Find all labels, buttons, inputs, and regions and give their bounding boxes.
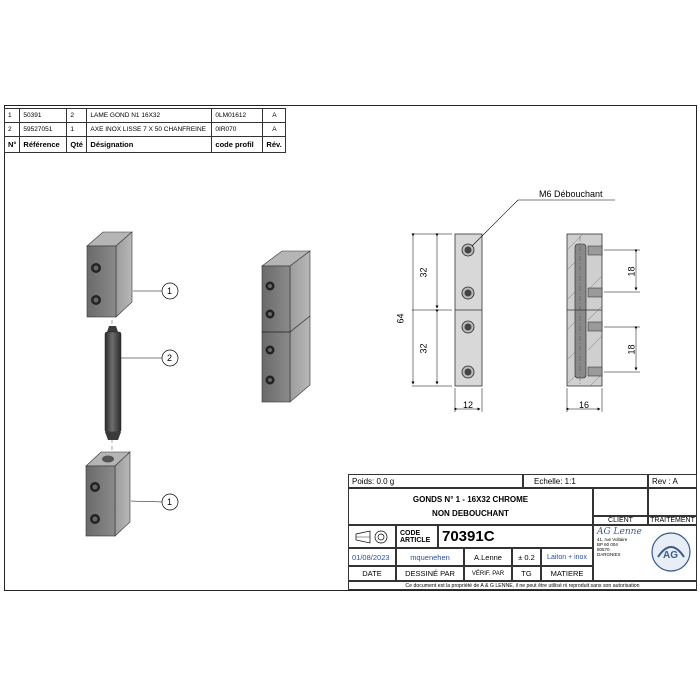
date-value-cell: 01/08/2023 — [348, 548, 396, 566]
company-logo-text: AG Lenne — [597, 527, 642, 537]
drawn-by-value-cell: mquenehen — [396, 548, 464, 566]
dim-32-top: 32 — [418, 267, 429, 278]
drawn-by-label-cell: DESSINÉ PAR — [396, 566, 464, 581]
bottom-knuckle-block — [85, 451, 131, 537]
material-label-cell: MATIERE — [541, 566, 593, 581]
date-label-cell: DATE — [348, 566, 396, 581]
bom-header: N° — [3, 136, 21, 153]
verified-value-cell: A.Lenne — [464, 548, 512, 566]
bom-header: Référence — [19, 136, 68, 153]
scale-cell: Echelle: 1:1 — [523, 474, 648, 488]
address-line: DARGNIES — [597, 551, 621, 557]
title-cell: GONDS N° 1 - 16X32 CHROME NON DEBOUCHANT — [348, 488, 593, 525]
top-knuckle-block — [86, 231, 133, 318]
article-code: 70391C — [442, 528, 495, 545]
verified-by-label: VÉRIF. PAR — [471, 570, 505, 577]
tolerance-value: ± 0.2 — [518, 552, 535, 562]
revision-value: Rev : A — [652, 476, 678, 486]
material-label: MATIERE — [550, 569, 584, 578]
dim-18-top: 18 — [626, 266, 637, 277]
dim-64: 64 — [395, 313, 406, 324]
projection-icon — [355, 530, 388, 543]
bom-row: 1 50391 2 LAME GOND N1 16X32 0LM01612 A — [3, 108, 287, 123]
drawing-frame — [4, 105, 697, 591]
address-line: BP 60 004 — [597, 541, 618, 547]
projection-symbol-cell — [348, 525, 396, 548]
date-value: 01/08/2023 — [352, 552, 390, 562]
traitement-label: TRAITEMENT — [650, 517, 695, 524]
tg-label-cell: TG — [512, 566, 541, 581]
ownership-notice: Ce document est la propriété de A & G LE… — [405, 582, 640, 589]
m6-callout-label: M6 Débouchant — [539, 189, 603, 199]
assembled-hinge-view — [261, 250, 311, 403]
verified-label-cell: VÉRIF. PAR — [464, 566, 512, 581]
balloon-callouts — [121, 282, 179, 511]
traitement-label-cell: TRAITEMENT — [648, 516, 697, 525]
code-label-cell: CODE ARTICLE — [396, 525, 438, 548]
code-value-cell: 70391C — [438, 525, 593, 548]
drawn-by-value: mquenehen — [410, 552, 450, 562]
verified-by-value: A.Lenne — [474, 552, 502, 562]
balloon-1-label: 1 — [167, 497, 173, 507]
balloon-2-label: 2 — [167, 353, 173, 363]
revision-cell: Rev : A — [648, 474, 697, 488]
dim-18-bottom: 18 — [626, 344, 637, 355]
section-view — [566, 233, 640, 412]
title-line-1: GONDS N° 1 - 16X32 CHROME — [412, 495, 529, 504]
material-value-cell: Laiton + inox — [541, 548, 593, 566]
bom-cell: 2 — [3, 122, 21, 137]
bom-header: Rév. — [262, 136, 287, 153]
client-label-cell: CLIENT — [593, 516, 648, 525]
traitement-empty — [648, 488, 697, 516]
address-line: 41, rue Voltaire — [597, 536, 628, 542]
bill-of-materials: 1 50391 2 LAME GOND N1 16X32 0LM01612 A … — [3, 108, 287, 153]
client-label: CLIENT — [608, 517, 633, 524]
dim-16: 16 — [579, 400, 590, 410]
hinge-pin — [104, 320, 122, 455]
dim-12: 12 — [463, 400, 474, 410]
client-empty — [593, 488, 648, 516]
dim-32-bottom: 32 — [418, 343, 429, 354]
code-label: CODE — [400, 529, 421, 537]
tolerance-cell: ± 0.2 — [512, 548, 541, 566]
svg-text:AG: AG — [663, 550, 678, 561]
bom-header-row: N° Référence Qté Désignation code profil… — [3, 136, 287, 153]
date-label: DATE — [362, 569, 382, 578]
title-line-2: NON DEBOUCHANT — [432, 509, 509, 518]
weight-cell: Poids: 0.0 g — [348, 474, 523, 488]
tg-label: TG — [521, 569, 532, 578]
address-line: 80570 — [597, 546, 610, 552]
company-cell: AG Lenne 41, rue Voltaire BP 60 004 8057… — [593, 525, 697, 581]
company-emblem-icon: AG — [651, 532, 691, 572]
balloon-1-label: 1 — [167, 286, 173, 296]
drawn-by-label: DESSINÉ PAR — [405, 569, 455, 578]
scale-value: Echelle: 1:1 — [534, 476, 576, 486]
material-value: Laiton + inox — [547, 553, 587, 561]
footer-cell: Ce document est la propriété de A & G LE… — [348, 581, 697, 590]
bom-header: code profil — [211, 136, 264, 153]
article-label: ARTICLE — [400, 536, 431, 544]
weight-value: Poids: 0.0 g — [352, 476, 395, 486]
title-block: Poids: 0.0 g Echelle: 1:1 Rev : A GONDS … — [348, 474, 697, 590]
front-view — [411, 199, 615, 412]
